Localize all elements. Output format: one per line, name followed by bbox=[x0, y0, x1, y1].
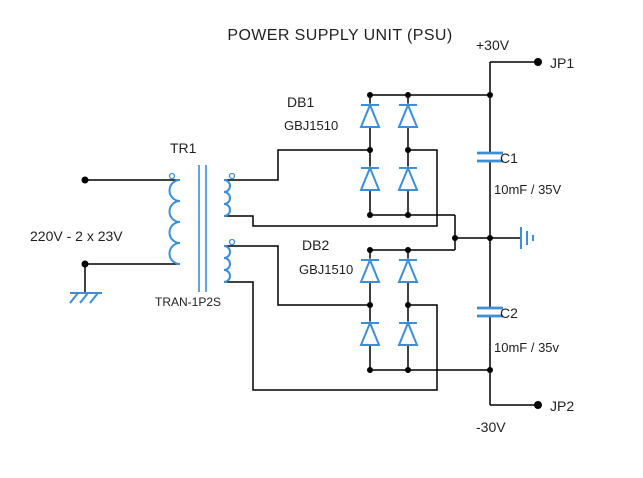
junction-dot bbox=[367, 247, 373, 253]
diode-triangle bbox=[359, 257, 381, 283]
wire-db2-column-leads bbox=[369, 250, 409, 370]
transformer-secondary2-coil bbox=[223, 245, 231, 283]
value-label-c2: 10mF / 35v bbox=[494, 340, 560, 355]
wire-sec1-to-db1-ac2 bbox=[224, 149, 438, 227]
model-label-transformer: TRAN-1P2S bbox=[155, 295, 221, 309]
model-label-db1: GBJ1510 bbox=[284, 118, 338, 133]
model-label-db2: GBJ1510 bbox=[299, 262, 353, 277]
jp1-terminal bbox=[534, 58, 542, 66]
jp2-terminal bbox=[534, 401, 542, 409]
wire-sec2-to-db2-ac1 bbox=[224, 245, 370, 306]
capacitor-c2 bbox=[477, 306, 503, 318]
diode bbox=[359, 165, 381, 191]
diode-triangle bbox=[397, 102, 419, 128]
diode bbox=[359, 320, 381, 346]
phase-dot-primary bbox=[168, 172, 176, 180]
rail-label-minus30v: -30V bbox=[476, 419, 506, 435]
junction-dot bbox=[405, 302, 411, 308]
schematic-title: POWER SUPPLY UNIT (PSU) bbox=[227, 27, 452, 44]
junction-dot bbox=[452, 235, 458, 241]
ground-bars bbox=[520, 227, 534, 249]
junction-dot bbox=[367, 147, 373, 153]
transformer-core bbox=[198, 165, 207, 292]
input-terminal bbox=[81, 176, 89, 184]
diode bbox=[397, 257, 419, 283]
transformer-tr1 bbox=[168, 165, 236, 292]
junction-dots bbox=[367, 92, 493, 373]
transformer-primary-coil bbox=[168, 179, 181, 265]
junction-dot bbox=[487, 235, 493, 241]
diode-triangle bbox=[397, 165, 419, 191]
diode-triangle bbox=[397, 257, 419, 283]
junction-dot bbox=[487, 367, 493, 373]
transformer-secondary1-coil bbox=[223, 179, 231, 217]
terminal-label-jp2: JP2 bbox=[550, 398, 574, 414]
junction-dot bbox=[405, 147, 411, 153]
junction-dot bbox=[367, 302, 373, 308]
diode bbox=[397, 102, 419, 128]
diode-triangle bbox=[359, 102, 381, 128]
wires bbox=[84, 61, 538, 406]
phase-dot-secondary1 bbox=[228, 172, 236, 180]
ref-label-db2: DB2 bbox=[302, 237, 329, 253]
primary-voltage-label: 220V - 2 x 23V bbox=[30, 228, 123, 244]
wire-db1-column-leads bbox=[369, 95, 409, 215]
junction-dot bbox=[405, 92, 411, 98]
capacitor-c1 bbox=[477, 151, 503, 163]
ref-label-c1: C1 bbox=[500, 150, 518, 166]
junction-dot bbox=[367, 92, 373, 98]
ground-symbol-left bbox=[69, 292, 102, 304]
labels: POWER SUPPLY UNIT (PSU) +30V JP1 DB1 GBJ… bbox=[30, 27, 574, 435]
junction-dot bbox=[367, 367, 373, 373]
junction-dot bbox=[405, 367, 411, 373]
ground-symbol-center bbox=[520, 227, 534, 249]
diode bbox=[397, 165, 419, 191]
diode-triangle bbox=[359, 320, 381, 346]
ref-label-c2: C2 bbox=[500, 305, 518, 321]
bridge-rectifier-db1 bbox=[359, 102, 419, 191]
rail-label-plus30v: +30V bbox=[476, 37, 510, 53]
junction-dot bbox=[405, 247, 411, 253]
junction-dot bbox=[367, 212, 373, 218]
diode bbox=[397, 320, 419, 346]
junction-dot bbox=[487, 92, 493, 98]
value-label-c1: 10mF / 35V bbox=[494, 182, 562, 197]
ref-label-tr1: TR1 bbox=[170, 140, 197, 156]
diode bbox=[359, 102, 381, 128]
input-terminal bbox=[81, 260, 89, 268]
diode-triangle bbox=[359, 165, 381, 191]
wire-sec1-to-db1-ac1 bbox=[224, 149, 370, 181]
terminal-label-jp1: JP1 bbox=[550, 55, 574, 71]
phase-dot-secondary2 bbox=[228, 238, 236, 246]
diode-triangle bbox=[397, 320, 419, 346]
terminals bbox=[81, 58, 542, 409]
bridge-rectifier-db2 bbox=[359, 257, 419, 346]
wire-sec2-to-db2-ac2 bbox=[224, 281, 438, 391]
ground-hatch bbox=[69, 292, 99, 304]
ref-label-db1: DB1 bbox=[287, 94, 314, 110]
junction-dot bbox=[405, 212, 411, 218]
diode bbox=[359, 257, 381, 283]
